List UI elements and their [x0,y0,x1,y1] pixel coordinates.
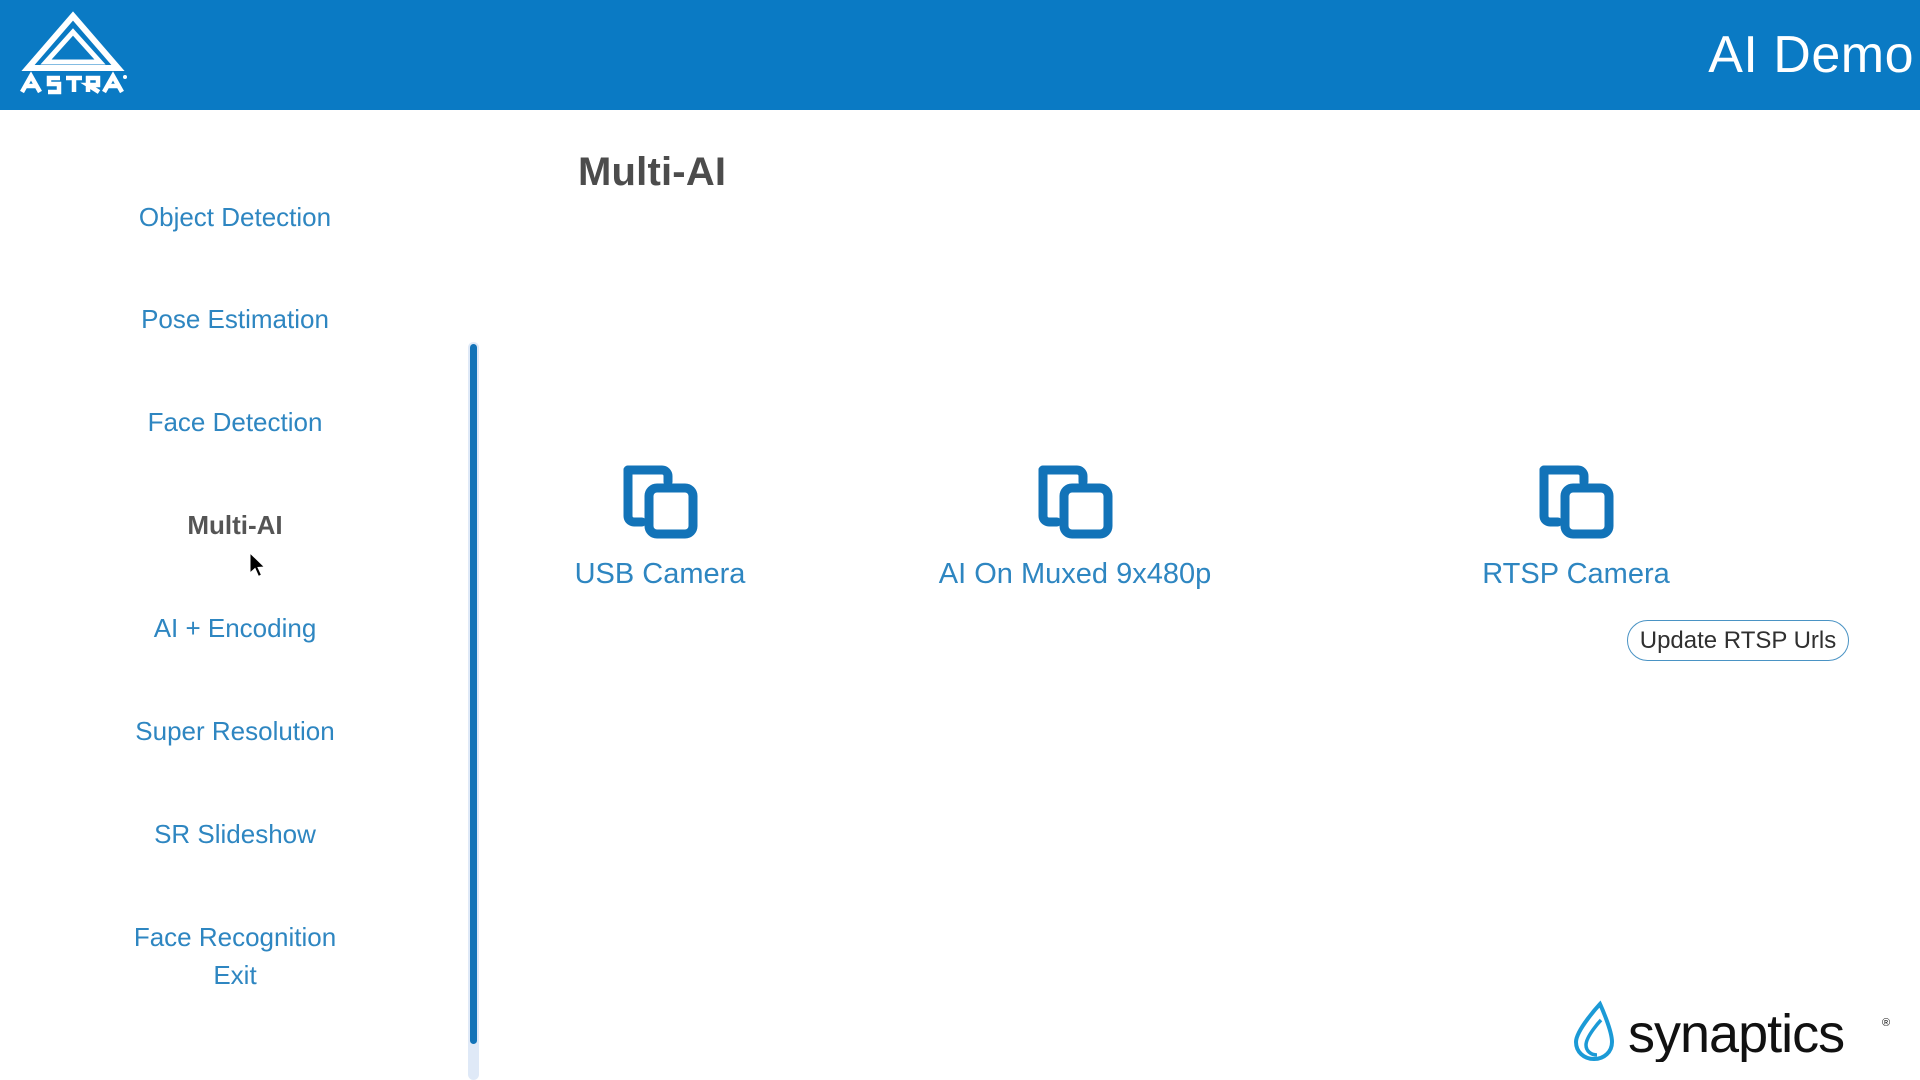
svg-text:synaptics: synaptics [1628,1004,1844,1062]
camera-source-label[interactable]: AI On Muxed 9x480p [938,558,1212,590]
synaptics-logo: synaptics ® [1573,1000,1890,1062]
camera-source-item[interactable]: USB Camera [490,460,830,591]
windows-copy-icon [623,465,698,539]
astra-logo-icon [20,11,127,95]
camera-source-label[interactable]: USB Camera [574,558,746,590]
app-title: AI Demo [1708,26,1914,84]
sidebar-item-sr-slideshow[interactable]: SR Slideshow [154,819,316,849]
svg-text:®: ® [1882,1017,1890,1029]
camera-source-label[interactable]: RTSP Camera [1482,558,1670,590]
app-header: AI Demo [0,0,1920,110]
sidebar-item-object-detection[interactable]: Object Detection [138,202,332,232]
sidebar-item-ai-encoding[interactable]: AI + Encoding [153,613,317,643]
camera-source-grid: USB Camera AI On Muxed 9x480p RTSP Camer… [480,460,1920,680]
sidebar-item-multi-ai[interactable]: Multi-AI [187,510,283,540]
camera-source-item[interactable]: RTSP Camera [1406,460,1746,591]
sidebar-item-face-detection[interactable]: Face Detection [147,407,323,437]
sidebar-item-face-recognition[interactable]: Face Recognition [133,922,337,952]
update-rtsp-urls-button[interactable]: Update RTSP Urls [1627,620,1849,661]
windows-copy-icon [1539,465,1614,539]
sidebar-item-pose-estimation[interactable]: Pose Estimation [141,304,329,334]
page-title: Multi-AI [578,150,727,194]
camera-source-item[interactable]: AI On Muxed 9x480p [905,460,1245,591]
sidebar-scrollbar-thumb[interactable] [470,344,477,1044]
sidebar-item-exit[interactable]: Exit [213,960,257,990]
sidebar-item-super-resolution[interactable]: Super Resolution [135,716,335,746]
windows-copy-icon [1038,465,1113,539]
